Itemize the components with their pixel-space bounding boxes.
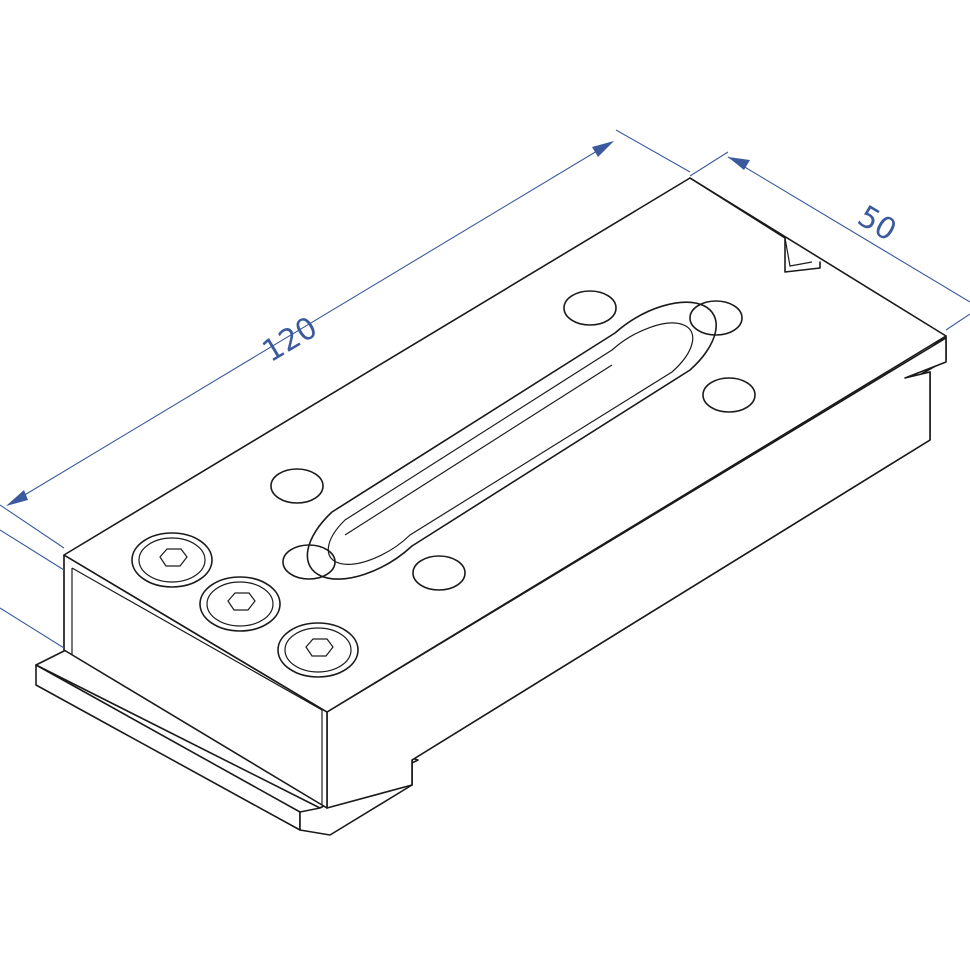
ext-line-left xyxy=(0,504,65,549)
slot-outer xyxy=(306,301,717,580)
arrow-right-icon xyxy=(592,141,614,157)
ext-line-height-bottom xyxy=(0,607,65,649)
screw-2 xyxy=(199,576,281,632)
hole-2 xyxy=(689,300,743,336)
front-chamfer-inner xyxy=(71,567,323,711)
hole-4 xyxy=(270,468,324,504)
rear-notch xyxy=(689,177,821,273)
ext-line-top xyxy=(689,151,729,177)
ext-line-height-top xyxy=(0,529,65,571)
center-slot xyxy=(306,301,717,580)
main-block xyxy=(63,177,947,809)
screws xyxy=(131,532,359,678)
slot-depth-line xyxy=(344,364,613,536)
rear-notch-detail xyxy=(784,237,813,267)
length-label: 120 xyxy=(257,310,324,369)
screw-3 xyxy=(277,622,359,678)
dim-line-length xyxy=(7,141,613,506)
holes xyxy=(270,290,756,591)
arrow-left-icon xyxy=(6,490,28,506)
hex-socket-icon xyxy=(227,592,256,611)
height-label: 15 xyxy=(0,543,10,594)
ext-line-right xyxy=(615,129,691,173)
arrow-top-icon xyxy=(728,157,750,170)
hole-3 xyxy=(702,377,756,413)
block-side-right xyxy=(326,337,947,809)
ext-line-side xyxy=(945,313,970,331)
hole-5 xyxy=(282,544,336,580)
dimension-height: 15 xyxy=(0,529,65,649)
slot-inner xyxy=(327,322,694,565)
hole-6 xyxy=(412,555,466,591)
hex-socket-icon xyxy=(305,638,334,657)
screw-1 xyxy=(131,532,213,588)
hole-1 xyxy=(563,290,617,326)
dim-line-width xyxy=(727,156,970,303)
front-chamfer xyxy=(63,554,328,713)
hex-socket-icon xyxy=(159,548,188,567)
width-label: 50 xyxy=(852,199,903,249)
